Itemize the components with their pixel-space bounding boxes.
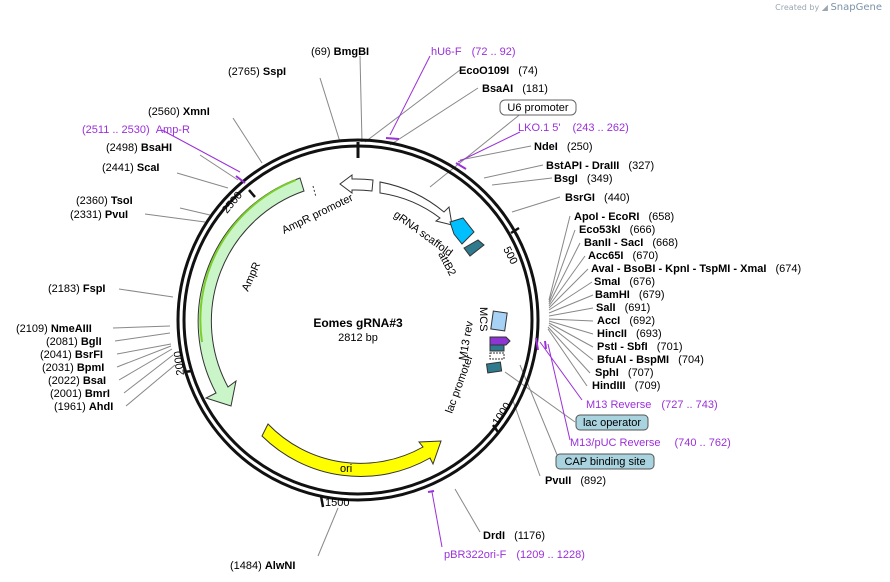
site-label: BstAPI - DraIII (327) (546, 160, 654, 172)
ori-label: ori (340, 463, 352, 475)
lac-operator-marker (489, 344, 505, 352)
primer-label: LKO.1 5'(243 .. 262) (518, 122, 629, 134)
site-label: (2765) SspI (228, 66, 286, 78)
site-label: (2041) BsrFI (40, 349, 103, 361)
site-label: (2001) BmrI (50, 388, 110, 400)
site-label: AccI (692) (597, 315, 655, 327)
site-label: DrdI (1176) (483, 530, 545, 542)
ampr-highlight (199, 179, 297, 343)
primer-label: (2511 .. 2530)Amp-R (82, 124, 190, 136)
site-label: BsgI (349) (554, 173, 613, 185)
site-label: (2498) BsaHI (106, 142, 172, 154)
site-label: (2183) FspI (48, 283, 105, 295)
site-label: (2560) XmnI (148, 106, 210, 118)
site-label: (2081) BglI (46, 336, 102, 348)
scaffold-marker (449, 217, 475, 245)
brand-created-by: Created by (775, 3, 820, 12)
cap-binding-label: CAP binding site (564, 456, 645, 468)
site-label: AvaI - BsoBI - KpnI - TspMI - XmaI (674) (591, 263, 801, 275)
ampr-promoter-label: AmpR promoter (280, 192, 355, 237)
mcs-label: MCS (477, 307, 489, 331)
ori-arrow (261, 423, 442, 477)
site-label: (2360) TsoI (76, 195, 133, 207)
lac-operator-box: lac operator (575, 414, 649, 431)
site-label: SphI (707) (595, 367, 654, 379)
snapgene-brand: Created by ◢ SnapGene (775, 2, 882, 13)
site-label: SalI (691) (596, 302, 650, 314)
site-label: ApoI - EcoRI (658) (574, 211, 674, 223)
backbone-outer (176, 138, 540, 502)
mcs-marker (490, 310, 508, 332)
ampr-promoter-arrow (339, 174, 374, 194)
site-label: BsaAI (181) (482, 83, 548, 95)
m13rev-marker (489, 336, 511, 346)
scale-ticks (183, 189, 520, 508)
u6-promoter-box: U6 promoter (499, 99, 577, 116)
site-label: (69) BmgBI (311, 46, 369, 58)
site-label: PstI - SbfI (701) (597, 341, 682, 353)
cap-site-marker (489, 352, 505, 360)
plasmid-name: Eomes gRNA#3 (313, 316, 403, 330)
primer-label: M13 Reverse(727 .. 743) (586, 399, 718, 411)
cap-binding-box: CAP binding site (555, 453, 655, 470)
site-label: EcoO109I (74) (459, 65, 538, 77)
lac-operator-label: lac operator (583, 417, 641, 429)
site-label: (2031) BpmI (42, 362, 104, 374)
right-site-labels: EcoO109I (74) BsaAI (181) NdeI (250) Bst… (459, 65, 801, 542)
brand-name: SnapGene (830, 2, 882, 13)
site-label: BfuAI - BspMI (704) (597, 354, 704, 366)
site-label: (2022) BsaI (48, 375, 106, 387)
ampr-arrow (197, 177, 305, 407)
site-label: BamHI (679) (595, 289, 665, 301)
ampr-label: AmpR (240, 260, 263, 293)
primer-labels: hU6-F(72 .. 92) (2511 .. 2530)Amp-R LKO.… (82, 46, 731, 561)
site-label: HindIII (709) (592, 380, 660, 392)
site-label: (2109) NmeAIII (16, 323, 92, 335)
site-label: (2441) ScaI (102, 162, 160, 174)
tick-2000: 2000 (172, 350, 187, 376)
snapgene-logo-icon: ◢ (821, 3, 828, 12)
site-label: SmaI (676) (594, 276, 655, 288)
attb2-marker (463, 239, 485, 257)
site-label: (2331) PvuI (70, 209, 128, 221)
attb2-label: attB2 (435, 250, 458, 278)
lac-promoter-marker (485, 361, 503, 374)
left-site-labels: (69) BmgBI (2765) SspI (2560) XmnI (2498… (16, 46, 369, 572)
u6-promoter-label: U6 promoter (507, 102, 568, 114)
grna-scaffold-arrow (379, 181, 453, 226)
site-label: PvuII (892) (545, 475, 606, 487)
site-label: (1961) AhdI (54, 401, 113, 413)
plasmid-size: 2812 bp (338, 332, 378, 344)
primer-label: hU6-F(72 .. 92) (431, 46, 516, 58)
tick-2500: 2500 (220, 189, 245, 215)
site-label: (1484) AlwNI (230, 560, 295, 572)
lac-promoter-label: lac promoter (444, 353, 476, 415)
site-label: NdeI (250) (534, 141, 593, 153)
primer-label: M13/pUC Reverse(740 .. 762) (570, 437, 731, 449)
site-label: Acc65I (670) (588, 250, 658, 262)
primer-connectors (161, 55, 583, 548)
site-label: BsrGI (440) (565, 192, 630, 204)
tick-1500: 1500 (325, 497, 349, 509)
primer-marks (235, 137, 547, 493)
site-label: HincII (693) (597, 328, 662, 340)
site-label: Eco53kI (666) (579, 224, 655, 236)
site-label: BanII - SacI (668) (584, 237, 678, 249)
primer-label: pBR322ori-F(1209 .. 1228) (444, 549, 585, 561)
